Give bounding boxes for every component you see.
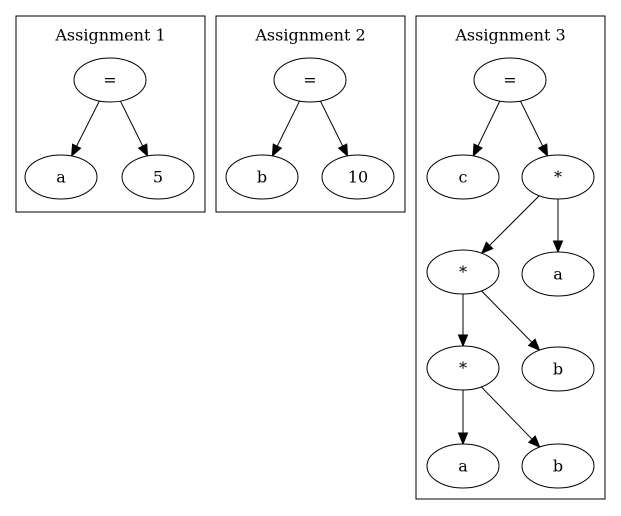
node-label: a: [56, 168, 66, 187]
tree-node-mul2: *: [426, 249, 500, 295]
edge-mul1-to-a1: [552, 199, 564, 254]
node-label: =: [503, 71, 516, 90]
node-ellipse: [426, 154, 500, 200]
tree-node-b2: b: [521, 443, 595, 489]
tree-node-rhs: 5: [121, 154, 195, 200]
cluster-frame: [15, 15, 206, 213]
tree-node-mul3: *: [426, 345, 500, 391]
node-ellipse: [73, 57, 147, 103]
arrowhead: [337, 143, 349, 158]
node-label: c: [459, 168, 468, 187]
edge-eq-to-rhs: [319, 100, 349, 158]
tree-node-a2: a: [426, 443, 500, 489]
arrowhead: [472, 143, 483, 158]
node-ellipse: [225, 154, 299, 200]
node-ellipse: [521, 154, 595, 200]
assignment-cluster-3: Assignment 3: [415, 15, 606, 500]
edge-line: [477, 100, 501, 147]
edge-line: [319, 100, 344, 147]
tree-node-lhs: a: [24, 154, 98, 200]
cluster-title: Assignment 3: [454, 26, 565, 45]
tree-node-mul1: *: [521, 154, 595, 200]
node-ellipse: [473, 57, 547, 103]
node-label: *: [459, 359, 467, 378]
cluster-title: Assignment 2: [254, 26, 365, 45]
node-label: *: [459, 263, 467, 282]
node-ellipse: [426, 345, 500, 391]
edge-line: [481, 290, 533, 343]
tree-node-lhs: b: [225, 154, 299, 200]
edge-mul2-to-mul3: [457, 294, 469, 348]
tree-node-eq: =: [73, 57, 147, 103]
node-ellipse: [273, 57, 347, 103]
node-label: *: [554, 168, 562, 187]
cluster-frame: [415, 15, 606, 500]
cluster-title: Assignment 1: [54, 26, 165, 45]
edge-eq-to-lhs: [71, 100, 100, 158]
tree-node-eq: =: [473, 57, 547, 103]
assignment-cluster-2: Assignment 2: [215, 15, 406, 213]
edge-eq-to-mul1: [519, 100, 549, 158]
node-label: b: [257, 168, 267, 187]
node-label: 5: [153, 168, 163, 187]
cluster-frame: [215, 15, 406, 213]
arrowhead: [457, 334, 469, 348]
tree-node-a1: a: [521, 251, 595, 297]
tree-node-rhs: 10: [321, 154, 395, 200]
node-ellipse: [24, 154, 98, 200]
edge-line: [489, 195, 540, 246]
node-ellipse: [321, 154, 395, 200]
arrowhead: [137, 143, 149, 158]
arrowhead: [71, 143, 82, 158]
arrowhead: [480, 241, 494, 255]
arrowhead: [271, 143, 283, 158]
node-ellipse: [121, 154, 195, 200]
node-ellipse: [426, 249, 500, 295]
node-label: a: [458, 457, 468, 476]
tree-node-lhs: c: [426, 154, 500, 200]
edge-mul3-to-a2: [457, 390, 469, 446]
edge-eq-to-rhs: [119, 100, 149, 158]
node-label: a: [553, 265, 563, 284]
arrowhead: [537, 143, 549, 158]
arrowhead: [527, 338, 541, 352]
arrowhead: [552, 240, 564, 254]
edge-mul3-to-b2: [480, 386, 541, 449]
edge-line: [276, 100, 301, 147]
edge-line: [480, 386, 533, 440]
edge-mul1-to-mul2: [480, 195, 540, 255]
node-ellipse: [521, 346, 595, 392]
edge-line: [76, 100, 100, 147]
assignment-cluster-1: Assignment 1: [15, 15, 206, 213]
node-label: b: [553, 360, 563, 379]
arrowhead: [527, 435, 541, 449]
tree-node-b1: b: [521, 346, 595, 392]
edge-line: [519, 100, 544, 147]
edge-line: [119, 100, 144, 147]
arrowhead: [457, 432, 469, 446]
edge-mul2-to-b1: [481, 290, 541, 352]
tree-node-eq: =: [273, 57, 347, 103]
node-ellipse: [521, 443, 595, 489]
node-label: b: [553, 457, 563, 476]
node-label: =: [103, 71, 116, 90]
edge-eq-to-lhs: [271, 100, 301, 158]
node-ellipse: [426, 443, 500, 489]
node-ellipse: [521, 251, 595, 297]
edge-eq-to-lhs: [472, 100, 501, 158]
node-label: 10: [348, 168, 368, 187]
node-label: =: [303, 71, 316, 90]
